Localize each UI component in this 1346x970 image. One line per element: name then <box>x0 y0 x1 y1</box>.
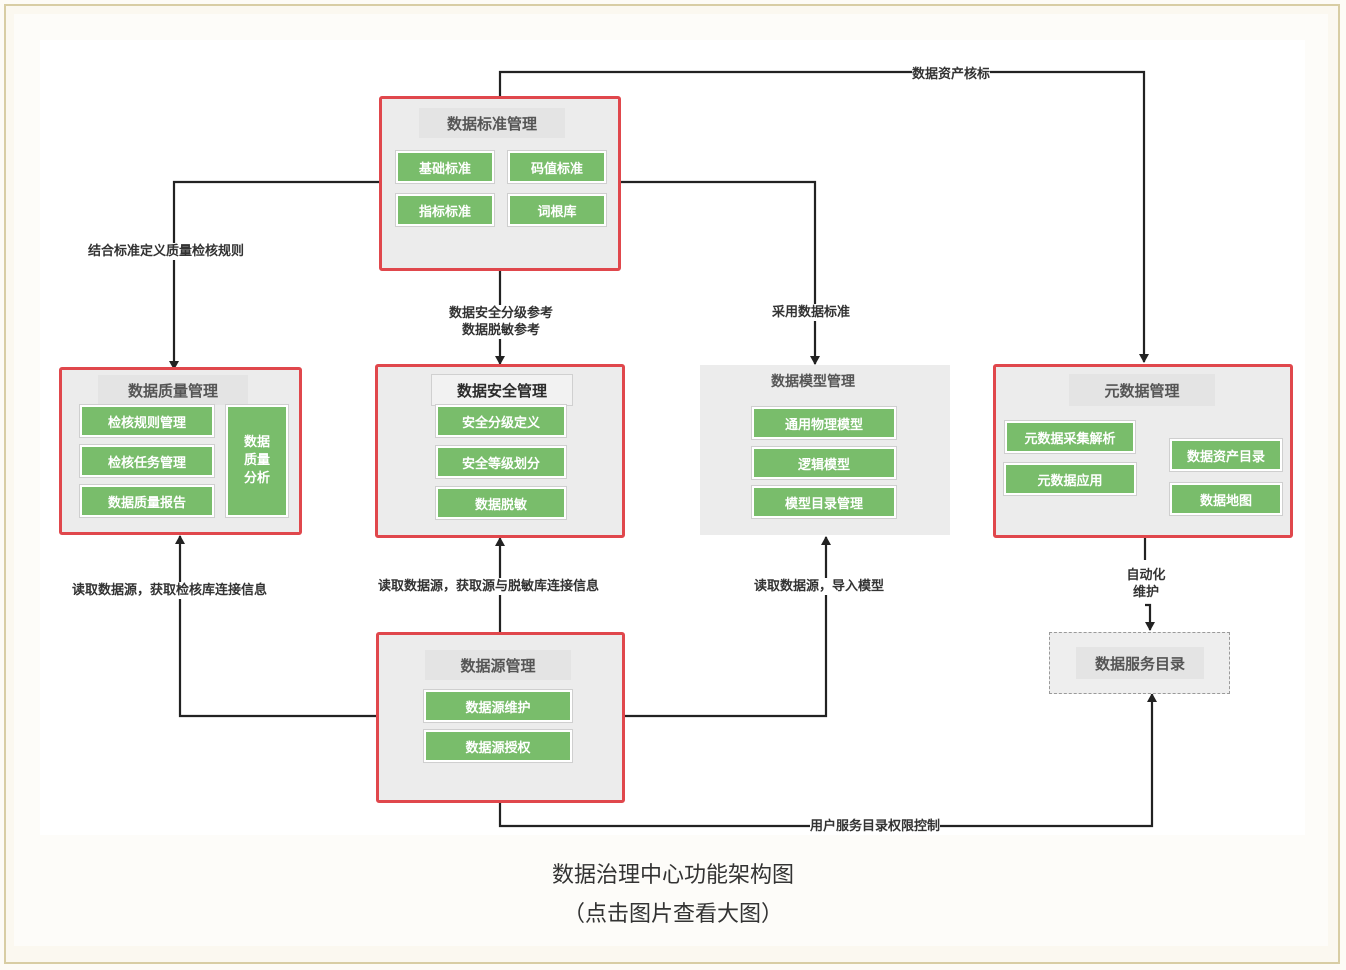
label-read-model: 读取数据源，导入模型 <box>754 578 885 595</box>
edge-asset-tag <box>498 70 1149 363</box>
source-panel-title: 数据源管理 <box>425 650 571 680</box>
standard-item-indicator: 指标标准 <box>396 194 494 226</box>
label-user-service: 用户服务目录权限控制 <box>810 818 941 835</box>
metadata-panel: 元数据管理 元数据采集解析 元数据应用 数据资产目录 数据地图 <box>993 364 1293 538</box>
standard-panel-title: 数据标准管理 <box>419 108 565 138</box>
metadata-item-apply: 元数据应用 <box>1004 463 1136 495</box>
quality-item-task: 检核任务管理 <box>80 445 214 477</box>
quality-item-report: 数据质量报告 <box>80 485 214 517</box>
metadata-panel-title: 元数据管理 <box>1069 374 1215 406</box>
quality-side-line-3: 分析 <box>243 471 270 486</box>
security-item-define: 安全分级定义 <box>436 405 566 437</box>
standard-item-code: 码值标准 <box>508 151 606 183</box>
label-read-security: 读取数据源，获取源与脱敏库连接信息 <box>378 578 600 595</box>
quality-side-line-1: 数据 <box>243 435 270 450</box>
standard-item-root: 词根库 <box>508 194 606 226</box>
model-item-logical: 逻辑模型 <box>752 447 896 479</box>
label-read-quality: 读取数据源，获取检核库连接信息 <box>72 582 268 599</box>
model-panel: 数据模型管理 通用物理模型 逻辑模型 模型目录管理 <box>700 365 950 535</box>
source-item-maintain: 数据源维护 <box>424 690 572 722</box>
service-catalog-panel: 数据服务目录 <box>1049 632 1230 694</box>
model-item-physical: 通用物理模型 <box>752 407 896 439</box>
metadata-item-collect: 元数据采集解析 <box>1005 421 1135 453</box>
source-panel: 数据源管理 数据源维护 数据源授权 <box>376 632 625 803</box>
service-catalog-title: 数据服务目录 <box>1076 647 1204 679</box>
model-item-catalog: 模型目录管理 <box>752 486 896 518</box>
label-adopt-standard: 采用数据标准 <box>772 304 851 321</box>
label-quality-rule: 结合标准定义质量检核规则 <box>88 243 245 260</box>
quality-item-rule: 检核规则管理 <box>80 405 214 437</box>
label-security-ref-2: 数据脱敏参考 <box>461 323 540 338</box>
edge-read-quality <box>175 535 378 718</box>
edge-auto-maintain <box>1145 537 1150 630</box>
source-item-authorize: 数据源授权 <box>424 730 572 762</box>
edge-read-model <box>624 536 831 718</box>
edge-quality-rule <box>169 180 380 370</box>
label-auto-1: 自动化 <box>1126 568 1166 583</box>
label-asset-tag: 数据资产核标 <box>912 66 991 83</box>
standard-panel: 数据标准管理 基础标准 码值标准 指标标准 词根库 <box>379 96 621 271</box>
edge-adopt-standard <box>620 180 820 365</box>
quality-panel: 数据质量管理 检核规则管理 检核任务管理 数据质量报告 数据 质量 分析 <box>59 367 302 535</box>
quality-side-analysis: 数据 质量 分析 <box>226 405 288 517</box>
label-security-ref-1: 数据安全分级参考 <box>448 306 553 321</box>
quality-side-line-2: 质量 <box>243 453 270 468</box>
security-panel: 数据安全管理 安全分级定义 安全等级划分 数据脱敏 <box>375 364 625 538</box>
quality-panel-title: 数据质量管理 <box>98 375 248 405</box>
standard-item-basic: 基础标准 <box>396 151 494 183</box>
label-security-ref: 数据安全分级参考 数据脱敏参考 <box>442 305 560 339</box>
security-item-mask: 数据脱敏 <box>436 487 566 519</box>
caption-hint[interactable]: （点击图片查看大图） <box>562 902 783 927</box>
label-auto-maintain: 自动化 维护 <box>1120 567 1172 601</box>
metadata-sub-data-map: 数据地图 <box>1170 483 1282 515</box>
caption-title: 数据治理中心功能架构图 <box>551 863 794 888</box>
metadata-sub-asset-catalog: 数据资产目录 <box>1170 439 1282 471</box>
model-panel-title: 数据模型管理 <box>771 374 855 390</box>
security-panel-title: 数据安全管理 <box>431 374 573 406</box>
label-auto-2: 维护 <box>1132 585 1159 600</box>
security-item-level: 安全等级划分 <box>436 446 566 478</box>
